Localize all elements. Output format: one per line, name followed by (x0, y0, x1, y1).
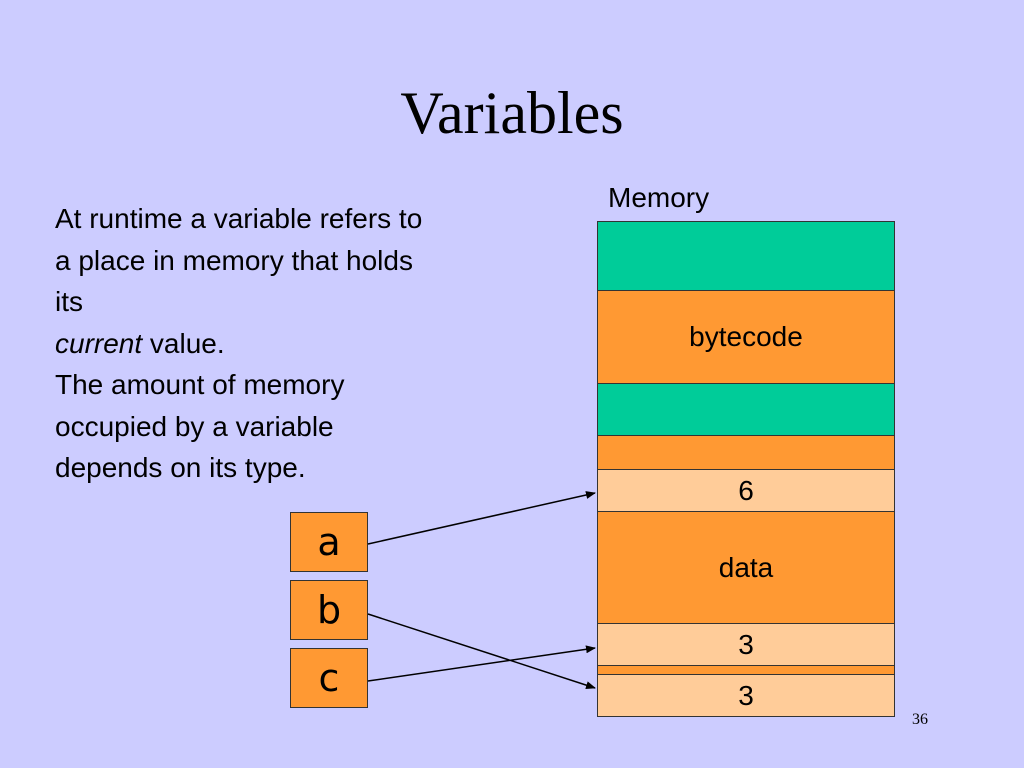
variable-a: a (290, 512, 368, 572)
paragraph-1-text: At runtime a variable refers to a place … (55, 203, 423, 317)
bytecode-label: bytecode (689, 321, 803, 352)
paragraph-2: The amount of memory occupied by a varia… (55, 369, 345, 483)
variable-b: b (290, 580, 368, 640)
cell-b-value: 3 (738, 679, 754, 711)
data-label: data (718, 551, 774, 583)
memory-cell-b: 3 (597, 674, 895, 717)
memory-free-block-1 (597, 221, 895, 291)
paragraph-1: At runtime a variable refers to a place … (55, 198, 435, 364)
memory-cell-c: 3 (597, 623, 895, 666)
memory-cell-a: 6 (597, 469, 895, 512)
paragraph-1-end: value. (142, 327, 225, 359)
variable-c: c (290, 648, 368, 708)
current-emphasis: current (55, 327, 143, 359)
body-text: At runtime a variable refers to a place … (55, 198, 435, 489)
arrow-c-to-cell (367, 645, 596, 682)
memory-bytecode-block: bytecode (597, 290, 895, 384)
memory-free-block-2 (597, 383, 895, 436)
slide-number: 36 (912, 711, 928, 728)
arrow-a-to-cell (367, 491, 596, 545)
cell-a-value: 6 (738, 474, 754, 506)
arrow-b-to-cell (367, 613, 596, 690)
memory-data-block-top (597, 435, 895, 470)
slide-title: Variables (400, 80, 624, 146)
memory-label: Memory (608, 182, 710, 213)
cell-c-value: 3 (738, 628, 754, 660)
